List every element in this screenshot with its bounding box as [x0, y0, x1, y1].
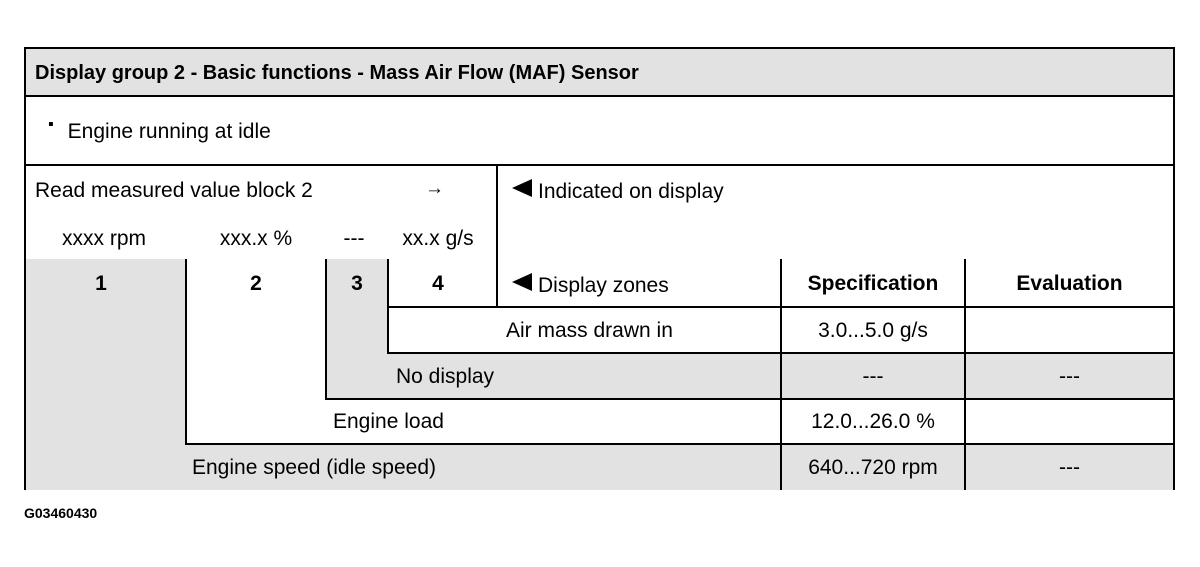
- row-3-divider: [186, 443, 1173, 445]
- row-air-mass-spec: 3.0...5.0 g/s: [818, 318, 928, 342]
- condition-text: Engine running at idle: [67, 119, 271, 143]
- block-indicated-divider: [496, 164, 498, 307]
- indicated-row: Indicated on display: [512, 175, 724, 207]
- indicated-text: Indicated on display: [538, 179, 724, 203]
- row-engine-speed-spec: 640...720 rpm: [808, 456, 938, 479]
- bullet-icon: ▪: [48, 116, 54, 133]
- zone-number-2: 2: [250, 271, 262, 295]
- row-engine-load-eval: [966, 400, 1173, 443]
- row-no-display-eval: ---: [1059, 364, 1080, 388]
- row-engine-speed-eval: ---: [1059, 456, 1080, 479]
- title-band: [26, 49, 1173, 96]
- row-no-display-shade: [326, 354, 1173, 399]
- evaluation-header: Evaluation: [1016, 271, 1123, 295]
- zone-1-column-shade: [26, 259, 186, 445]
- field-1-value: xxxx rpm: [62, 226, 146, 250]
- title-divider: [26, 95, 1173, 97]
- block-label: Read measured value block 2: [35, 178, 313, 202]
- row-2-divider: [326, 398, 1173, 400]
- row-engine-load-label: Engine load: [333, 410, 444, 433]
- zone-number-3: 3: [351, 271, 363, 295]
- row-engine-speed-shade: [26, 445, 1173, 490]
- right-arrow-icon: →: [425, 177, 444, 199]
- row-no-display-label: No display: [396, 364, 495, 388]
- zone-number-1: 1: [95, 271, 107, 295]
- zone-1-2-divider: [185, 259, 187, 445]
- field-4-value: xx.x g/s: [402, 226, 474, 250]
- pointer-left-icon: [512, 273, 532, 291]
- row-air-mass-eval: [966, 308, 1173, 352]
- row-engine-load-spec: 12.0...26.0 %: [811, 410, 935, 433]
- figure-id: G03460430: [24, 505, 98, 521]
- display-zones-label: Display zones: [538, 273, 669, 297]
- condition-divider: [26, 164, 1173, 166]
- condition-row: ▪ Engine running at idle: [48, 96, 271, 166]
- row-no-display-spec: ---: [862, 364, 884, 388]
- zone-3-column-shade: [326, 259, 388, 354]
- zone-3-4-divider: [387, 259, 389, 354]
- specification-header: Specification: [807, 271, 939, 295]
- zone-number-4: 4: [432, 271, 444, 295]
- eval-left-divider: [964, 259, 966, 490]
- table-title: Display group 2 - Basic functions - Mass…: [35, 61, 639, 84]
- field-3-value: ---: [343, 226, 365, 250]
- row-engine-speed-label: Engine speed (idle speed): [192, 456, 437, 479]
- display-zones-header: Display zones: [512, 265, 669, 305]
- display-group-table: Display group 2 - Basic functions - Mass…: [24, 47, 1175, 490]
- spec-left-divider: [780, 259, 782, 490]
- row-air-mass-label: Air mass drawn in: [506, 318, 673, 342]
- zone-2-3-divider: [325, 259, 327, 400]
- field-2-value: xxx.x %: [219, 226, 293, 250]
- pointer-left-icon: [512, 179, 532, 197]
